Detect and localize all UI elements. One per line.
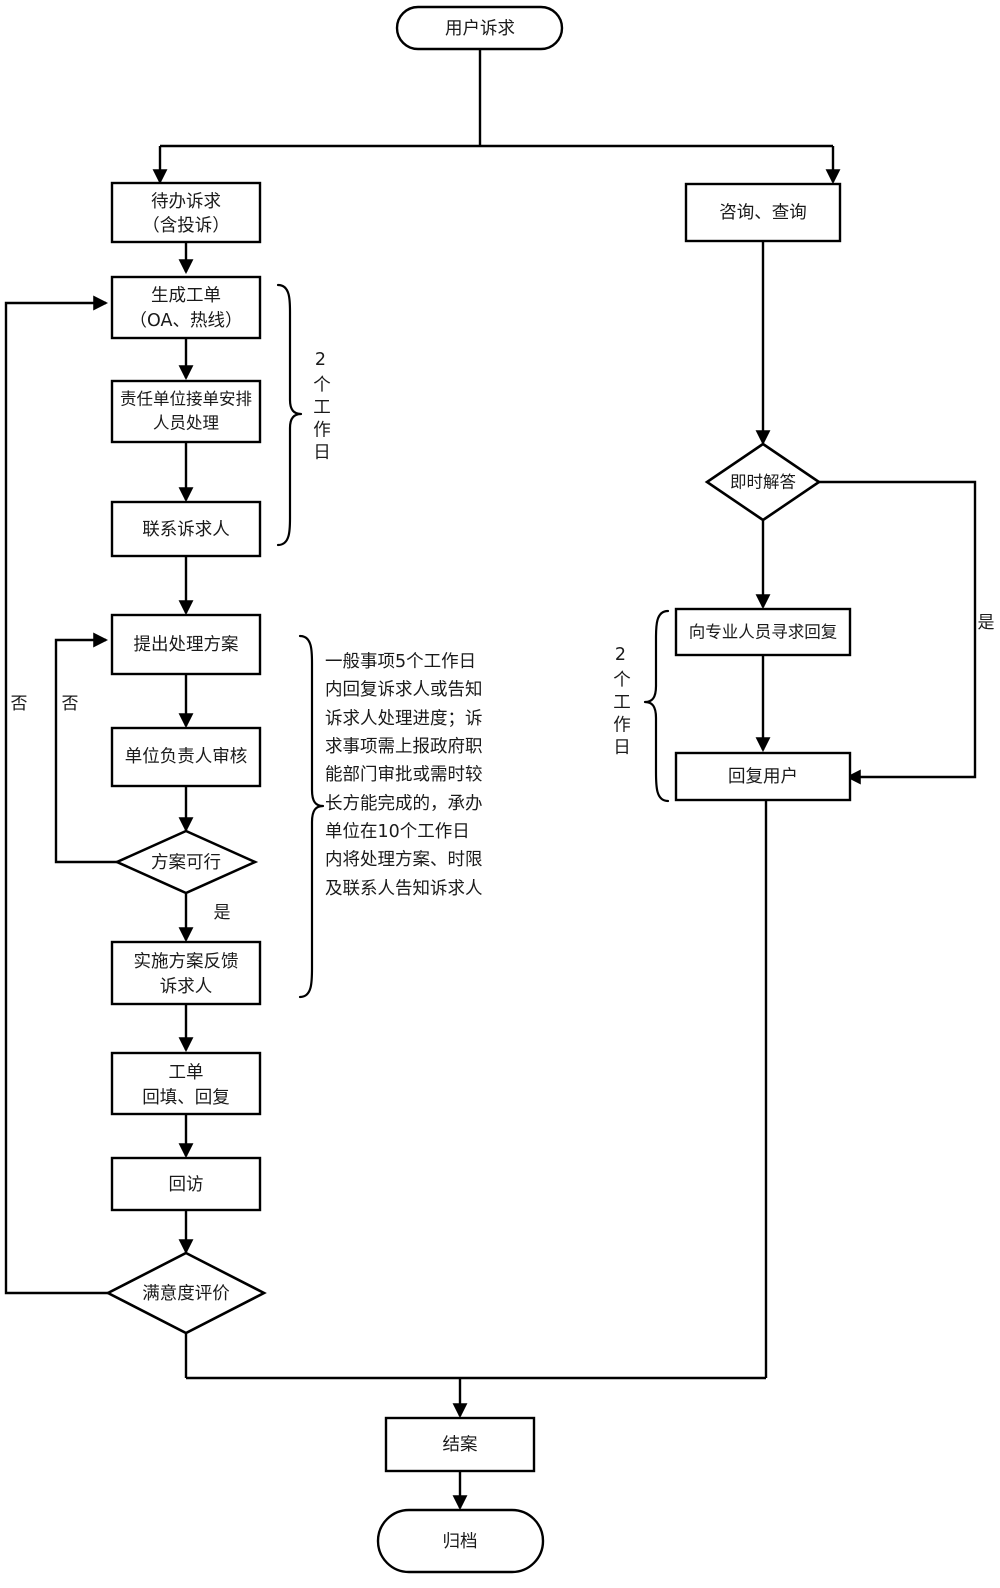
node-close-case[interactable] — [384, 1416, 536, 1473]
node-consult-inquiry[interactable] — [684, 182, 842, 243]
brace-sla-left — [276, 283, 303, 547]
annotation-processing-note: 一般事项5个工作日内回复诉求人或告知诉求人处理进度；诉求事项需上报政府职能部门审… — [325, 652, 483, 899]
node-order-fillback-label-1: 工单 — [169, 1063, 204, 1083]
node-implement-feedback[interactable] — [110, 940, 262, 1006]
node-satisfaction-rating[interactable] — [105, 1251, 267, 1335]
node-pending-label-2: （含投诉） — [142, 216, 230, 236]
edge-label-no-inner: 否 — [62, 694, 79, 714]
node-contact-appellant-label: 联系诉求人 — [142, 520, 230, 540]
node-plan-feasible-label: 方案可行 — [151, 853, 221, 873]
node-implement-feedback-label-2: 诉求人 — [160, 977, 213, 997]
node-instant-answer-label: 即时解答 — [730, 473, 797, 492]
node-satisfaction-rating-label: 满意度评价 — [142, 1284, 230, 1304]
node-propose-plan-label: 提出处理方案 — [134, 635, 239, 655]
edge-feasible-no-loop — [54, 632, 118, 864]
node-create-order[interactable] — [110, 275, 262, 340]
node-instant-answer[interactable] — [704, 442, 822, 522]
node-leader-review-label: 单位负责人审核 — [125, 747, 248, 767]
node-archive[interactable] — [376, 1508, 545, 1574]
node-revisit-label: 回访 — [169, 1175, 204, 1195]
node-leader-review[interactable] — [110, 726, 262, 788]
edge-instant-yes-loop — [819, 480, 977, 785]
node-reply-user-label: 回复用户 — [728, 767, 798, 787]
node-consult-inquiry-label: 咨询、查询 — [719, 203, 807, 223]
node-propose-plan[interactable] — [110, 613, 262, 676]
annotation-sla-left: 2个工作日 — [310, 350, 331, 465]
node-pending-label-1: 待办诉求 — [151, 192, 221, 212]
node-start-label: 用户诉求 — [445, 19, 515, 39]
node-seek-expert-label: 向专业人员寻求回复 — [689, 623, 838, 642]
brace-sla-right — [643, 609, 670, 803]
node-close-case-label: 结案 — [443, 1435, 478, 1455]
node-order-fillback[interactable] — [110, 1051, 262, 1116]
node-pending[interactable] — [110, 181, 262, 244]
annotation-sla-right: 2个工作日 — [610, 645, 631, 760]
node-start[interactable] — [395, 5, 564, 51]
node-reply-user[interactable] — [674, 751, 852, 802]
brace-note — [298, 634, 325, 999]
node-seek-expert[interactable] — [674, 607, 852, 657]
node-assign-staff[interactable] — [110, 379, 262, 444]
node-create-order-label-1: 生成工单 — [151, 286, 221, 306]
node-archive-label: 归档 — [443, 1532, 478, 1552]
node-plan-feasible[interactable] — [113, 829, 259, 895]
edge-label-yes-left: 是 — [214, 903, 231, 923]
node-revisit[interactable] — [110, 1156, 262, 1212]
node-assign-staff-label-2: 人员处理 — [153, 414, 219, 433]
node-implement-feedback-label-1: 实施方案反馈 — [134, 952, 239, 972]
edge-satisfaction-no-loop — [4, 295, 109, 1295]
edge-label-yes-right: 是 — [978, 613, 995, 633]
node-contact-appellant[interactable] — [110, 500, 262, 558]
node-order-fillback-label-2: 回填、回复 — [142, 1088, 230, 1108]
node-assign-staff-label-1: 责任单位接单安排 — [120, 390, 252, 409]
node-create-order-label-2: （OA、热线） — [130, 311, 243, 331]
edge-label-no-outer: 否 — [11, 694, 28, 714]
